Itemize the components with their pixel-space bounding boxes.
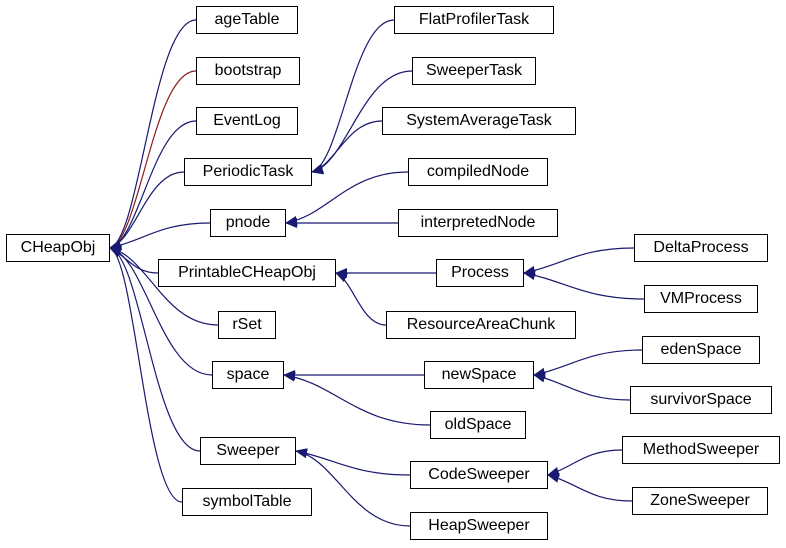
edge-vmprocess-to-process [523,270,645,300]
node-periodictask[interactable]: PeriodicTask [184,158,312,186]
edge-symboltable-to-cheapobj [109,246,183,503]
edge-sweeper-to-cheapobj [109,245,201,452]
edge-heapsweeper-to-sweeper [295,448,411,527]
edge-space-to-cheapobj [109,245,213,376]
node-deltaprocess[interactable]: DeltaProcess [634,234,768,262]
node-agetable[interactable]: ageTable [196,6,298,34]
edge-codesweeper-to-sweeper [295,448,411,476]
node-codesweeper[interactable]: CodeSweeper [410,461,548,489]
edge-survivorspace-to-newspace [533,372,631,401]
node-pnode[interactable]: pnode [210,209,286,237]
edge-systemaveragetask-to-periodictask [311,120,383,174]
edge-resourceareachunk-to-printablecheapobj [335,272,387,326]
node-process[interactable]: Process [436,259,524,287]
node-sweepertask[interactable]: SweeperTask [412,57,536,85]
node-resourceareachunk[interactable]: ResourceAreaChunk [386,311,576,339]
edge-agetable-to-cheapobj [109,19,197,250]
node-rset[interactable]: rSet [218,311,276,339]
edge-deltaprocess-to-process [523,247,635,276]
node-bootstrap[interactable]: bootstrap [196,57,300,85]
node-newspace[interactable]: newSpace [424,361,534,389]
node-space[interactable]: space [212,361,284,389]
edge-pnode-to-cheapobj [109,222,211,251]
node-compilednode[interactable]: compiledNode [408,158,548,186]
node-survivorspace[interactable]: survivorSpace [630,386,772,414]
node-edenspace[interactable]: edenSpace [642,336,760,364]
edge-methodsweeper-to-codesweeper [547,449,623,477]
node-printablecheapobj[interactable]: PrintableCHeapObj [158,259,336,287]
edge-rset-to-cheapobj [109,245,219,326]
edge-zonesweeper-to-codesweeper [547,473,633,502]
node-zonesweeper[interactable]: ZoneSweeper [632,487,768,515]
edge-flatprofilertask-to-periodictask [311,19,395,174]
node-sweeper[interactable]: Sweeper [200,437,296,465]
node-vmprocess[interactable]: VMProcess [644,285,758,313]
node-methodsweeper[interactable]: MethodSweeper [622,436,780,464]
edge-oldspace-to-space [283,371,431,426]
node-oldspace[interactable]: oldSpace [430,411,526,439]
edge-compilednode-to-pnode [285,171,409,226]
node-flatprofilertask[interactable]: FlatProfilerTask [394,6,554,34]
node-interpretednode[interactable]: interpretedNode [398,209,558,237]
node-symboltable[interactable]: symbolTable [182,488,312,516]
edge-bootstrap-to-cheapobj [109,70,197,250]
node-heapsweeper[interactable]: HeapSweeper [410,512,548,540]
edge-edenspace-to-newspace [533,349,643,378]
node-systemaveragetask[interactable]: SystemAverageTask [382,107,576,135]
node-eventlog[interactable]: EventLog [196,107,298,135]
node-cheapobj[interactable]: CHeapObj [6,234,110,262]
